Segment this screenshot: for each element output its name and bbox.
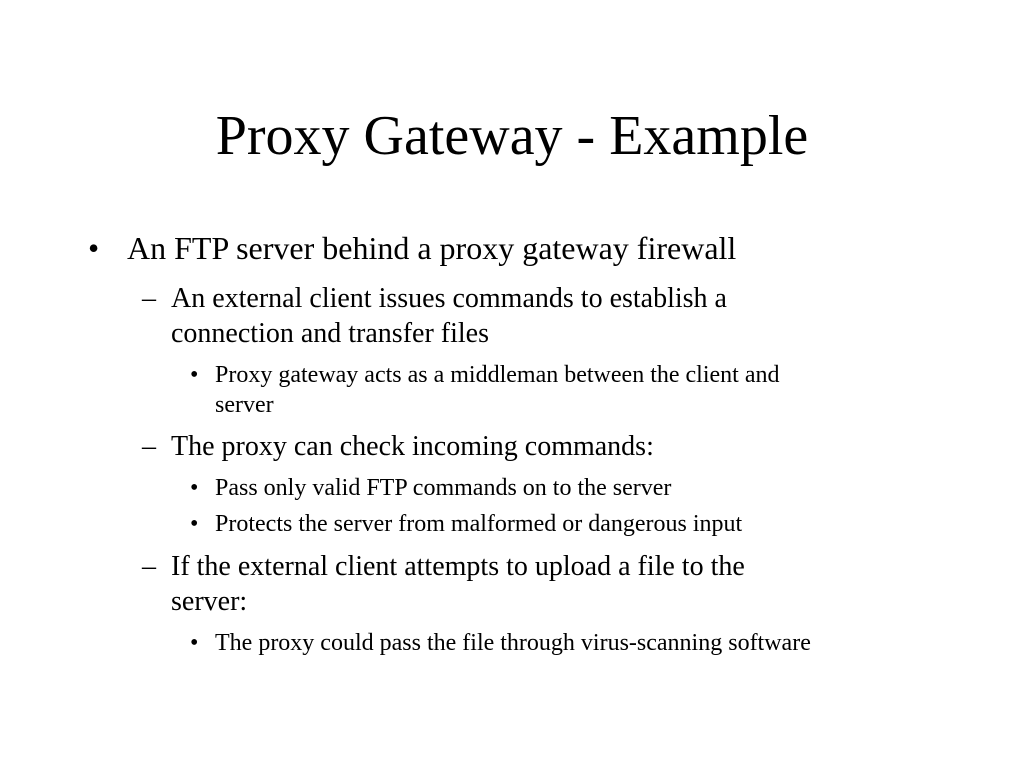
bullet-marker: • <box>190 475 199 501</box>
bullet-line: server <box>215 392 274 418</box>
bullet-line: An external client issues commands to es… <box>171 283 727 314</box>
dash-marker: – <box>142 551 156 582</box>
bullet-level-2: The proxy can check incoming commands: <box>171 429 654 464</box>
bullet-line: The proxy could pass the file through vi… <box>215 630 811 656</box>
bullet-level-2: If the external client attempts to uploa… <box>171 549 745 619</box>
bullet-level-3: Pass only valid FTP commands on to the s… <box>215 473 671 503</box>
bullet-line: The proxy can check incoming commands: <box>171 431 654 462</box>
bullet-marker: • <box>190 362 199 388</box>
dash-marker: – <box>142 283 156 314</box>
bullet-level-3: Proxy gateway acts as a middleman betwee… <box>215 360 779 420</box>
bullet-line: If the external client attempts to uploa… <box>171 551 745 582</box>
bullet-level-3: The proxy could pass the file through vi… <box>215 628 811 658</box>
slide-title: Proxy Gateway - Example <box>215 105 809 167</box>
bullet-line: Proxy gateway acts as a middleman betwee… <box>215 362 780 388</box>
bullet-line: Protects the server from malformed or da… <box>215 511 743 537</box>
bullet-line: server: <box>171 586 248 617</box>
bullet-level-1: An FTP server behind a proxy gateway fir… <box>127 228 736 268</box>
bullet-line: Pass only valid FTP commands on to the s… <box>215 475 672 501</box>
bullet-level-3: Protects the server from malformed or da… <box>215 509 742 539</box>
bullet-marker: • <box>88 230 100 266</box>
bullet-marker: • <box>190 511 199 537</box>
bullet-line: An FTP server behind a proxy gateway fir… <box>127 230 737 266</box>
bullet-level-2: An external client issues commands to es… <box>171 281 727 351</box>
dash-marker: – <box>142 431 156 462</box>
bullet-line: connection and transfer files <box>171 318 489 349</box>
bullet-marker: • <box>190 630 199 656</box>
